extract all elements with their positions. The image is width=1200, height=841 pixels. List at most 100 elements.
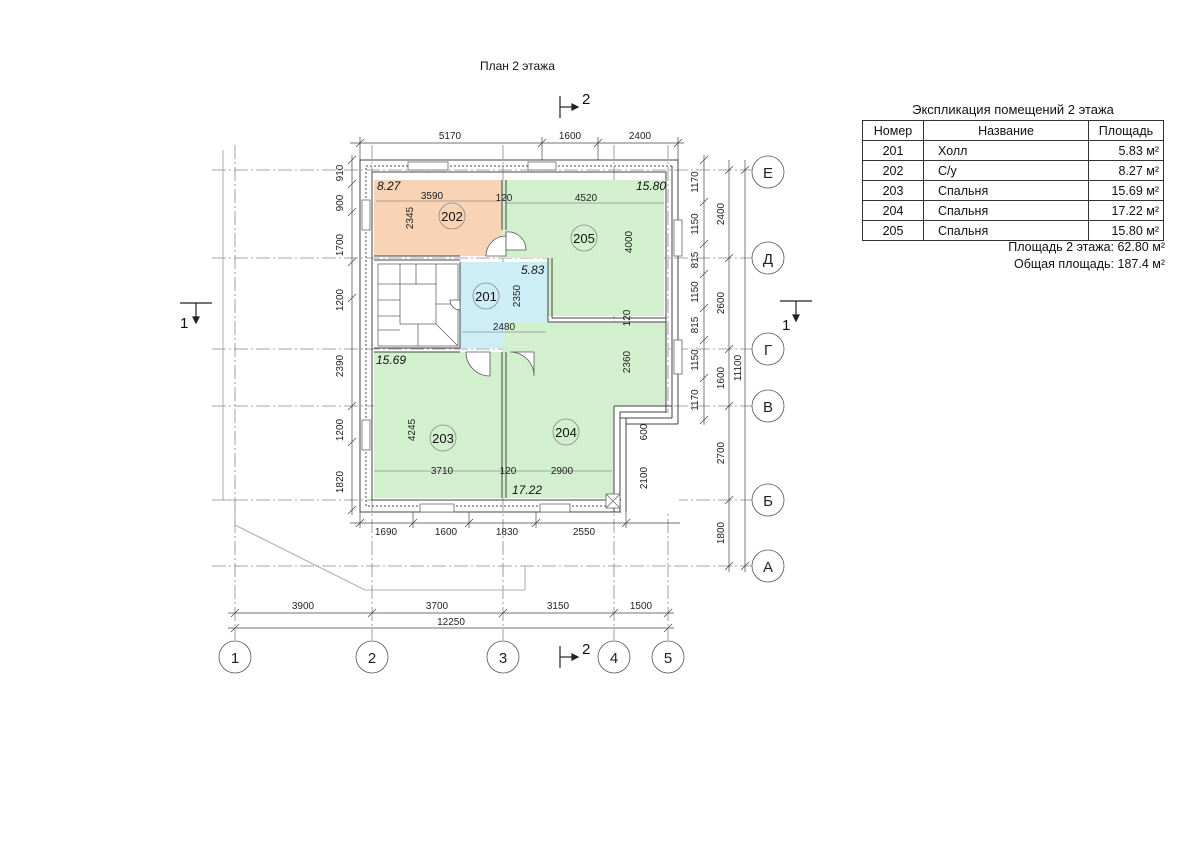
svg-text:1170: 1170 — [690, 171, 701, 193]
axis-G: Г — [764, 342, 772, 359]
room-205-number: 205 — [573, 231, 595, 246]
axis-1: 1 — [231, 650, 239, 667]
svg-text:120: 120 — [622, 309, 633, 326]
room-labels: 202 205 201 203 204 8.27 15.80 5.83 15.6… — [376, 179, 666, 497]
plan-title: План 2 этажа — [480, 59, 555, 73]
svg-text:3700: 3700 — [426, 601, 449, 612]
axis-A: А — [763, 559, 773, 576]
svg-text:1600: 1600 — [559, 131, 582, 142]
windows — [361, 161, 683, 513]
col-number-header: Номер — [862, 120, 924, 141]
room-204-fill — [502, 322, 666, 498]
svg-text:4520: 4520 — [575, 193, 598, 204]
floor-area-text: Площадь 2 этажа: 62.80 м² — [1008, 240, 1165, 254]
svg-text:11100: 11100 — [733, 354, 744, 381]
svg-text:1150: 1150 — [690, 281, 701, 303]
col-area-header: Площадь — [1088, 120, 1164, 141]
col-name-header: Название — [923, 120, 1089, 141]
svg-text:910: 910 — [335, 164, 346, 181]
axis-3: 3 — [499, 650, 507, 667]
svg-text:1830: 1830 — [496, 527, 519, 538]
svg-text:3710: 3710 — [431, 466, 454, 477]
svg-text:3900: 3900 — [292, 601, 315, 612]
svg-text:2100: 2100 — [639, 466, 650, 489]
svg-text:2550: 2550 — [573, 527, 596, 538]
svg-text:12250: 12250 — [437, 617, 465, 628]
table-row: 204 Спальня 17.22 м² — [862, 200, 1164, 221]
table-row: 201 Холл 5.83 м² — [862, 140, 1164, 161]
right-axis-dimensions: 2400 2600 1600 2700 1800 11100 — [716, 160, 750, 572]
room-203-area: 15.69 — [376, 353, 406, 367]
svg-text:1600: 1600 — [716, 366, 727, 389]
room-205-fill — [502, 180, 664, 258]
vertical-axis-markers: 1 2 3 4 5 — [218, 640, 685, 674]
room-201-area: 5.83 — [521, 263, 545, 277]
section-1-right-label: 1 — [782, 317, 790, 334]
table-row: 203 Спальня 15.69 м² — [862, 180, 1164, 201]
section-1-left-label: 1 — [180, 315, 188, 332]
room-203-fill — [374, 352, 502, 498]
right-inner-dimensions: 1170 1150 815 1150 815 1150 1170 — [690, 155, 709, 425]
total-area-text: Общая площадь: 187.4 м² — [1013, 257, 1165, 271]
svg-text:1800: 1800 — [716, 521, 727, 544]
room-204-number: 204 — [555, 425, 577, 440]
room-dimensions: 3590 2345 4520 4000 2350 2480 3710 4245 … — [374, 191, 664, 489]
room-203-number: 203 — [432, 431, 454, 446]
interior-walls — [374, 180, 666, 498]
svg-text:1700: 1700 — [335, 233, 346, 256]
staircase — [377, 263, 459, 347]
room-205-area: 15.80 — [636, 179, 666, 193]
svg-text:1690: 1690 — [375, 527, 398, 538]
bottom-axis-dimensions: 3900 3700 3150 1500 12250 — [228, 601, 674, 633]
porch-outline — [222, 150, 526, 591]
svg-text:1200: 1200 — [335, 288, 346, 311]
svg-text:2400: 2400 — [716, 202, 727, 225]
axis-2: 2 — [368, 650, 376, 667]
svg-text:4245: 4245 — [407, 418, 418, 441]
svg-text:1150: 1150 — [690, 349, 701, 371]
axis-4: 4 — [610, 650, 618, 667]
room-202-number: 202 — [441, 209, 463, 224]
axis-V: В — [763, 399, 773, 416]
axis-E: Е — [763, 165, 773, 182]
svg-text:900: 900 — [335, 194, 346, 211]
svg-text:2600: 2600 — [716, 291, 727, 314]
svg-text:815: 815 — [690, 316, 701, 333]
room-202-area: 8.27 — [377, 179, 402, 193]
top-dimensions: 5170 1600 2400 — [350, 131, 684, 160]
room-fills — [374, 180, 666, 498]
svg-text:2900: 2900 — [551, 466, 574, 477]
svg-text:2345: 2345 — [405, 206, 416, 229]
svg-text:2390: 2390 — [335, 354, 346, 377]
svg-text:3150: 3150 — [547, 601, 570, 612]
axis-B: Б — [763, 493, 773, 510]
section-2-top-label: 2 — [582, 91, 590, 108]
room-202-fill — [374, 180, 502, 256]
svg-text:2350: 2350 — [512, 284, 523, 307]
svg-text:600: 600 — [639, 423, 650, 440]
svg-text:5170: 5170 — [439, 131, 462, 142]
svg-text:120: 120 — [500, 466, 517, 477]
horizontal-axis-markers: Е Д Г В Б А — [751, 155, 785, 583]
table-row: 205 Спальня 15.80 м² — [862, 220, 1164, 241]
room-205-fill-lower — [548, 258, 664, 316]
svg-text:4000: 4000 — [624, 230, 635, 253]
svg-text:1170: 1170 — [690, 389, 701, 411]
room-explication: Экспликация помещений 2 этажа Номер Назв… — [862, 102, 1164, 241]
room-204-area: 17.22 — [512, 483, 542, 497]
svg-text:2480: 2480 — [493, 322, 516, 333]
axis-D: Д — [763, 251, 773, 268]
svg-text:1200: 1200 — [335, 418, 346, 441]
explication-table: Номер Название Площадь 201 Холл 5.83 м² … — [862, 120, 1164, 241]
svg-text:1820: 1820 — [335, 470, 346, 493]
svg-text:3590: 3590 — [421, 191, 444, 202]
svg-text:2360: 2360 — [622, 350, 633, 373]
svg-text:1150: 1150 — [690, 213, 701, 235]
svg-text:2400: 2400 — [629, 131, 652, 142]
svg-text:1500: 1500 — [630, 601, 653, 612]
section-2-bottom-label: 2 — [582, 641, 590, 658]
section-markers — [180, 96, 812, 668]
table-row: 202 С/у 8.27 м² — [862, 160, 1164, 181]
explication-caption: Экспликация помещений 2 этажа — [912, 102, 1114, 117]
